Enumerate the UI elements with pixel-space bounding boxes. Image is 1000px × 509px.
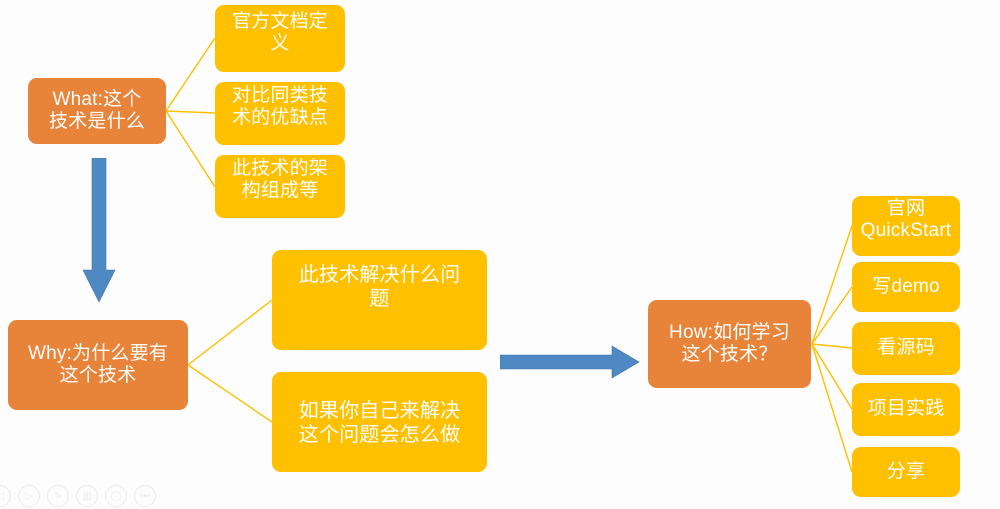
node-why-child-1[interactable]: 此技术解决什么问 题 — [272, 250, 487, 350]
more-icon[interactable]: ••• — [134, 485, 156, 507]
connector-how-5 — [811, 343, 853, 473]
connector-how-1 — [811, 225, 853, 345]
pointer-icon[interactable]: ◯ — [105, 485, 127, 507]
arrow-what-to-why — [82, 158, 116, 303]
arrow-why-to-how — [500, 345, 640, 379]
node-how-child-4[interactable]: 项目实践 — [852, 383, 960, 436]
node-how-child-2[interactable]: 写demo — [852, 262, 960, 312]
node-why-label: Why:为什么要有 这个技术 — [27, 342, 169, 386]
node-how-child-5-label: 分享 — [886, 460, 926, 482]
node-how-label: How:如何学习 这个技术？ — [669, 321, 790, 365]
node-how-child-4-label: 项目实践 — [867, 398, 945, 420]
connector-what-3 — [165, 110, 216, 188]
node-how-child-2-label: 写demo — [872, 275, 940, 297]
node-what-child-1[interactable]: 官方文档定 义 — [215, 5, 345, 72]
node-what-child-3-label: 此技术的架 构组成等 — [231, 158, 328, 202]
pen-icon[interactable]: ✎ — [47, 485, 69, 507]
node-why-child-1-label: 此技术解决什么问 题 — [298, 264, 461, 310]
node-how-child-1-label: 官网 QuickStart — [860, 198, 952, 242]
node-why-child-2[interactable]: 如果你自己来解决 这个问题会怎么做 — [272, 372, 487, 472]
slides-icon[interactable]: ▥ — [76, 485, 98, 507]
connector-what-2 — [165, 110, 216, 114]
node-what-child-3[interactable]: 此技术的架 构组成等 — [215, 155, 345, 218]
node-how-child-3-label: 看源码 — [877, 337, 935, 359]
connector-how-2 — [811, 286, 853, 345]
node-what[interactable]: What:这个 技术是什么 — [28, 78, 166, 144]
connector-why-2 — [187, 364, 273, 423]
node-how-child-3[interactable]: 看源码 — [852, 322, 960, 375]
connector-why-1 — [187, 299, 273, 366]
play-icon[interactable]: ▷ — [18, 485, 40, 507]
node-how-child-1[interactable]: 官网 QuickStart — [852, 196, 960, 256]
connector-what-1 — [165, 37, 216, 112]
node-why-child-2-label: 如果你自己来解决 这个问题会怎么做 — [298, 400, 461, 446]
node-what-child-1-label: 官方文档定 义 — [231, 11, 328, 55]
connector-how-3 — [811, 343, 853, 349]
node-what-label: What:这个 技术是什么 — [48, 88, 145, 132]
presentation-toolbar: ◁ ▷ ✎ ▥ ◯ ••• — [0, 483, 156, 509]
node-why[interactable]: Why:为什么要有 这个技术 — [8, 320, 188, 410]
node-what-child-2-label: 对比同类技 术的优缺点 — [231, 85, 328, 129]
node-how-child-5[interactable]: 分享 — [852, 447, 960, 497]
connector-how-4 — [811, 343, 853, 410]
node-how[interactable]: How:如何学习 这个技术？ — [648, 300, 811, 388]
previous-icon[interactable]: ◁ — [0, 485, 11, 507]
node-what-child-2[interactable]: 对比同类技 术的优缺点 — [215, 82, 345, 145]
